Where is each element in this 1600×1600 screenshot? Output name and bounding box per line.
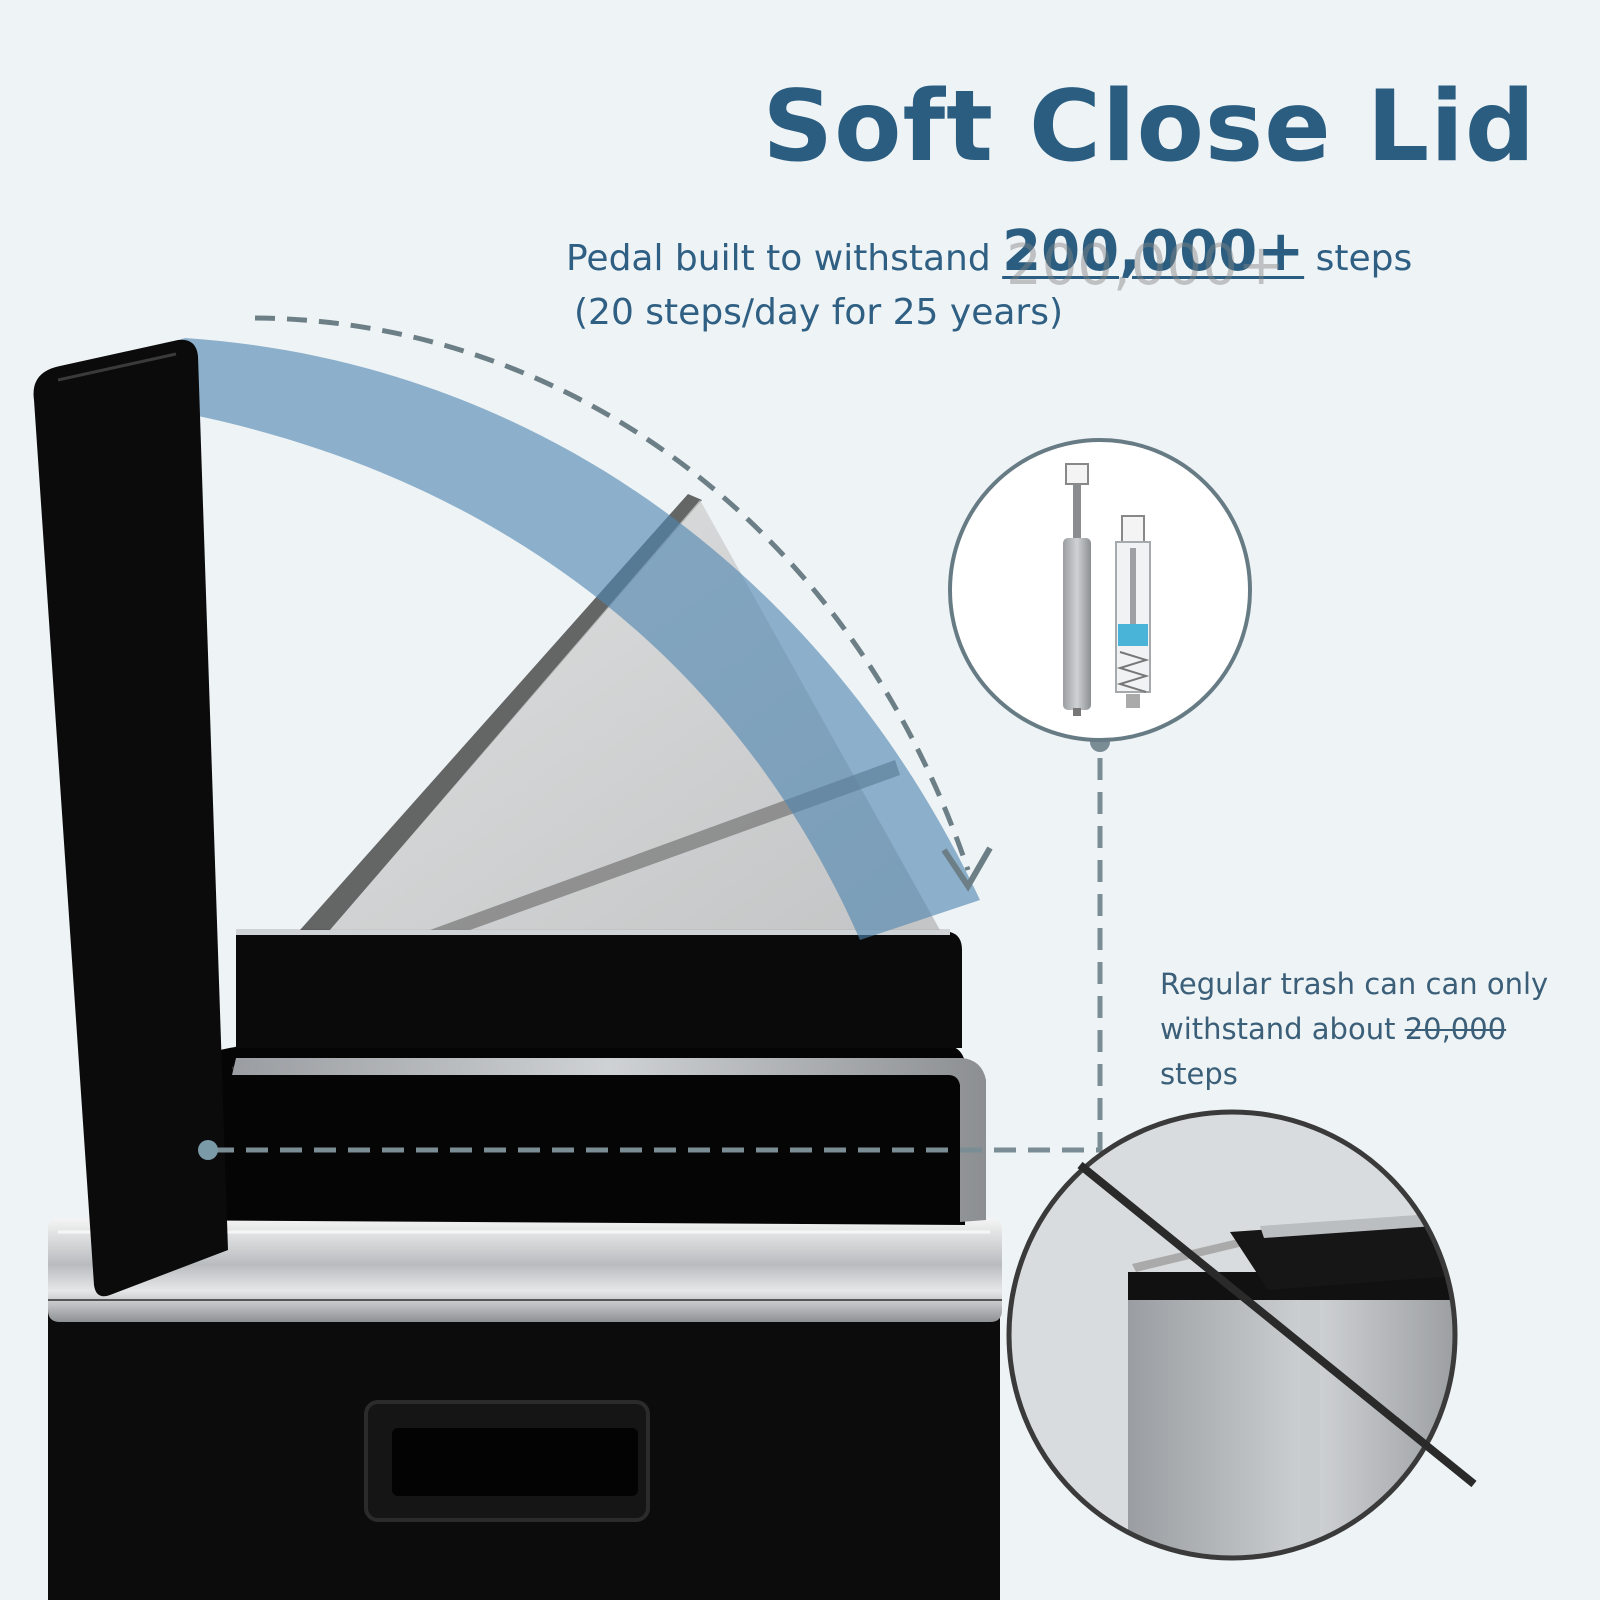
subheadline-highlight: 200,000+200,000+: [1002, 224, 1304, 294]
headline: Soft Close Lid: [762, 70, 1536, 184]
subheadline-prefix: Pedal built to withstand: [566, 238, 1003, 279]
comparison-note-line2: withstand about 20,000: [1160, 1007, 1580, 1052]
lid-motion-ghosts: [300, 494, 940, 930]
subheadline-highlight-shadow: 200,000+: [1006, 233, 1285, 298]
open-lid-arrow-icon: [254, 315, 993, 892]
comparison-note-line2-prefix: withstand about: [1160, 1012, 1405, 1046]
subheadline-suffix: steps: [1304, 238, 1413, 279]
trash-can-body: [48, 1045, 1002, 1600]
comparison-note-line1: Regular trash can can only: [1160, 967, 1549, 1001]
open-lid: [33, 339, 228, 1297]
regular-trash-can-crossed-icon: [1006, 1109, 1477, 1561]
comparison-note: Regular trash can can only withstand abo…: [1160, 962, 1580, 1097]
soft-close-damper-icon: [948, 438, 1252, 742]
comparison-note-struck-value: 20,000: [1404, 1012, 1507, 1046]
subheadline: Pedal built to withstand 200,000+200,000…: [566, 224, 1413, 294]
subheadline-highlight-text: 200,000+: [1002, 219, 1305, 284]
lid-frame: [232, 929, 986, 1222]
subheadline-detail: (20 steps/day for 25 years): [574, 292, 1064, 333]
comparison-note-line3: steps: [1160, 1057, 1238, 1091]
